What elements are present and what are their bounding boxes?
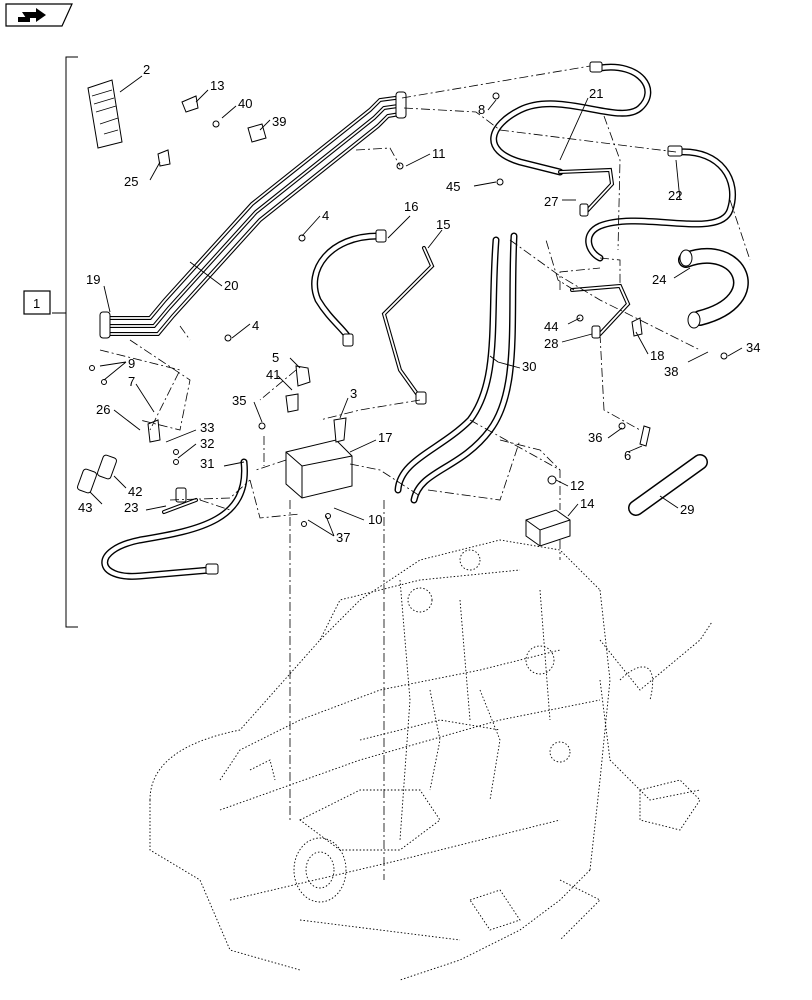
hose-24 — [678, 247, 749, 329]
callout-44: 44 — [544, 319, 558, 334]
group-label: 1 — [33, 296, 40, 311]
callout-25: 25 — [124, 174, 138, 189]
callout-27: 27 — [544, 194, 558, 209]
callout-8: 8 — [478, 102, 485, 117]
callout-4a: 4 — [322, 208, 329, 223]
callout-26: 26 — [96, 402, 110, 417]
connection-lines — [99, 65, 751, 880]
decal-part — [87, 79, 123, 149]
couplers — [77, 454, 117, 494]
callout-29: 29 — [680, 502, 694, 517]
callout-17: 17 — [378, 430, 392, 445]
steel-tubes-20 — [99, 91, 407, 339]
callout-33: 33 — [200, 420, 214, 435]
callout-3: 3 — [350, 386, 357, 401]
callout-9: 9 — [128, 356, 135, 371]
callout-6: 6 — [624, 448, 631, 463]
sleeve-29 — [628, 454, 708, 516]
callout-labels: 2 13 40 39 25 11 8 21 22 45 27 4 16 15 2… — [78, 62, 760, 545]
next-page-arrow-icon — [18, 8, 46, 22]
next-page-button[interactable] — [5, 3, 73, 27]
fitting-23 — [162, 487, 198, 514]
hose-21 — [490, 61, 652, 176]
hardware — [89, 92, 728, 527]
callout-20: 20 — [224, 278, 238, 293]
callout-12: 12 — [570, 478, 584, 493]
callout-19: 19 — [86, 272, 100, 287]
callout-31: 31 — [200, 456, 214, 471]
callout-41: 41 — [266, 367, 280, 382]
callout-32: 32 — [200, 436, 214, 451]
callout-23: 23 — [124, 500, 138, 515]
tube-28 — [570, 283, 631, 339]
hose-31 — [101, 458, 248, 580]
hose-22 — [585, 145, 737, 262]
callout-28: 28 — [544, 336, 558, 351]
callout-38: 38 — [664, 364, 678, 379]
components — [77, 61, 751, 880]
callout-13: 13 — [210, 78, 224, 93]
valve-block-17 — [285, 439, 353, 499]
callout-40: 40 — [238, 96, 252, 111]
callout-2: 2 — [143, 62, 150, 77]
callout-4b: 4 — [252, 318, 259, 333]
callout-5: 5 — [272, 350, 279, 365]
callout-10: 10 — [368, 512, 382, 527]
leader-lines — [89, 75, 743, 537]
block-14 — [525, 509, 571, 547]
tube-27 — [558, 167, 615, 217]
callout-21: 21 — [589, 86, 603, 101]
callout-22: 22 — [668, 188, 682, 203]
callout-42: 42 — [128, 484, 142, 499]
callout-45: 45 — [446, 179, 460, 194]
callout-34: 34 — [746, 340, 760, 355]
hoses-30 — [394, 232, 518, 504]
callout-18: 18 — [650, 348, 664, 363]
callout-15: 15 — [436, 217, 450, 232]
tube-15 — [381, 246, 435, 405]
assembly-bracket: 1 — [23, 56, 78, 628]
machine-chassis — [149, 539, 713, 981]
callout-43: 43 — [78, 500, 92, 515]
callout-24: 24 — [652, 272, 666, 287]
callout-35: 35 — [232, 393, 246, 408]
callout-39: 39 — [272, 114, 286, 129]
callout-7: 7 — [128, 374, 135, 389]
callout-16: 16 — [404, 199, 418, 214]
callout-36: 36 — [588, 430, 602, 445]
callout-11: 11 — [432, 146, 446, 161]
callout-37: 37 — [336, 530, 350, 545]
callout-30: 30 — [522, 359, 536, 374]
callout-14: 14 — [580, 496, 594, 511]
hose-16 — [311, 229, 387, 347]
